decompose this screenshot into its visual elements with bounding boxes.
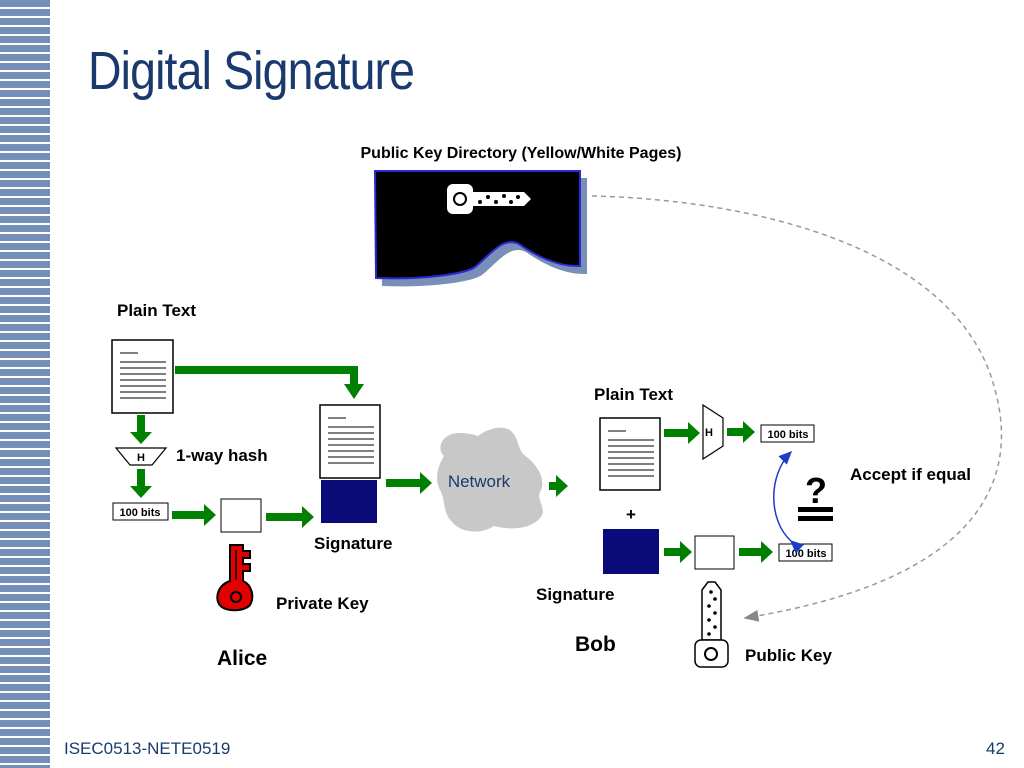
bob-digest-bits-top: 100 bits (760, 424, 815, 443)
footer-course-code: ISEC0513-NETE0519 (64, 739, 231, 758)
network-cloud: Network (437, 427, 543, 532)
bob-hash-function: H (702, 403, 724, 461)
alice-hash-function: H (114, 447, 168, 466)
bob-decrypt-box (694, 535, 735, 570)
plus-sign: + (626, 505, 636, 524)
arrow-hash-to-bits (130, 469, 152, 498)
bob-digest-bits-bottom: 100 bits (778, 543, 833, 562)
arrow-decrypt-to-bits (739, 541, 773, 563)
arrow-alice-to-network (386, 472, 432, 494)
svg-text:100 bits: 100 bits (120, 507, 161, 519)
alice-plain-text-label: Plain Text (117, 301, 196, 320)
public-key-lookup-curve (591, 195, 1003, 622)
hash-label: 1-way hash (176, 446, 268, 465)
equals-top-bar (798, 507, 833, 512)
alice-digest-bits: 100 bits (112, 502, 169, 521)
public-key-label: Public Key (745, 646, 832, 665)
arrow-bits-to-encrypt (172, 504, 216, 526)
slide-sidebar-stripes (0, 0, 50, 768)
public-key-icon (694, 581, 729, 668)
alice-encrypt-box (220, 498, 262, 533)
svg-text:100 bits: 100 bits (768, 429, 809, 441)
arrow-plaintext-to-signed-doc (175, 366, 364, 399)
svg-text:H: H (137, 452, 145, 464)
accept-if-equal-label: Accept if equal (850, 465, 971, 484)
svg-text:100 bits: 100 bits (786, 548, 827, 560)
directory-label: Public Key Directory (Yellow/White Pages… (361, 145, 682, 162)
page-number: 42 (986, 739, 1005, 758)
alice-plain-text-document (111, 339, 174, 414)
bob-plain-text-document (599, 417, 661, 491)
arrow-signature-to-decrypt (664, 541, 692, 563)
network-label: Network (448, 472, 511, 491)
directory-key-icon (447, 184, 531, 214)
arrow-encrypt-to-signature (266, 506, 314, 528)
bob-signature-label: Signature (536, 585, 614, 604)
alice-name: Alice (217, 647, 267, 670)
public-key-directory (373, 170, 587, 287)
compare-double-arrow (773, 450, 804, 554)
alice-signed-document (319, 404, 381, 523)
arrow-bob-doc-to-hash (664, 422, 700, 444)
bob-name: Bob (575, 633, 616, 656)
alice-signature-label: Signature (314, 534, 392, 553)
arrow-hash-to-bits-top (727, 421, 755, 443)
bob-plain-text-label: Plain Text (594, 385, 673, 404)
private-key-icon (216, 544, 254, 612)
arrow-network-to-bob (549, 475, 568, 497)
bob-signature-block (603, 529, 659, 574)
question-mark: ? (805, 470, 827, 511)
slide-title: Digital Signature (88, 41, 415, 101)
svg-text:H: H (705, 427, 713, 439)
equals-bottom-bar (798, 516, 833, 521)
arrow-doc-to-hash (130, 415, 152, 444)
private-key-label: Private Key (276, 594, 369, 613)
